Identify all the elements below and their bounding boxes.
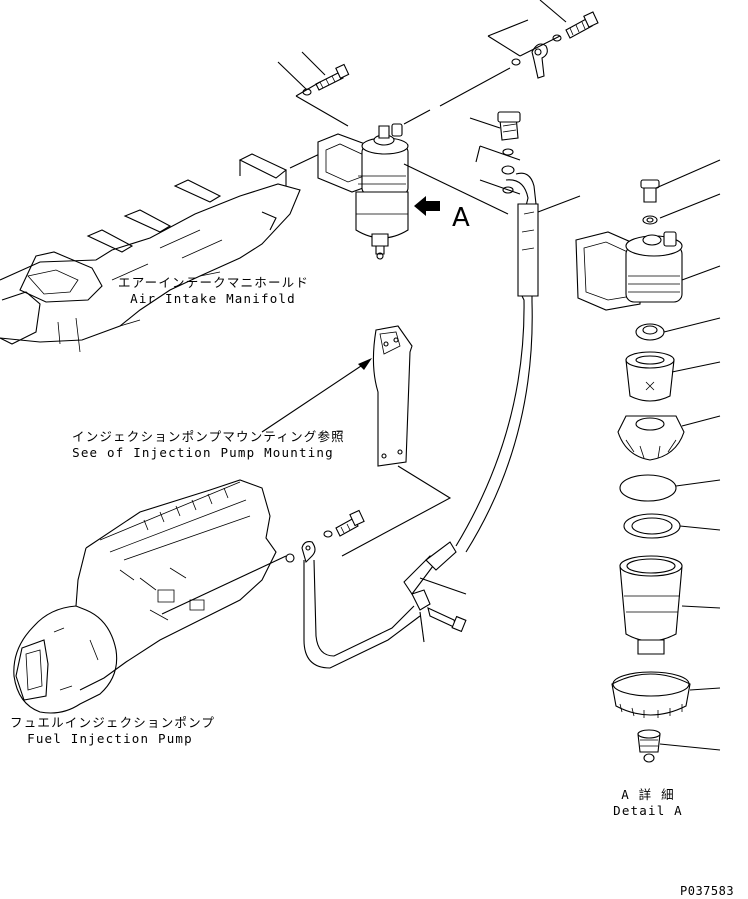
pump-leader: [162, 556, 286, 614]
bolt-pump: [324, 510, 364, 537]
label-injection-pump-mounting-en: See of Injection Pump Mounting: [72, 445, 334, 460]
label-detail-a-en: Detail A: [613, 803, 683, 818]
detail-a-exploded: [576, 160, 720, 762]
label-air-intake-manifold-en: Air Intake Manifold: [130, 291, 296, 306]
banjo-fitting-top: [404, 0, 598, 124]
bracket-leader: [262, 358, 372, 432]
fuel-filter-assembly-drawing: [318, 124, 408, 259]
mounting-bracket: [342, 326, 450, 556]
banjo-fitting-filter: [404, 112, 536, 214]
label-detail-a-jp: A 詳 細: [621, 787, 675, 802]
label-air-intake-manifold-jp: エアーインテークマニホールド: [118, 275, 310, 290]
fuel-injection-pump-drawing: [14, 480, 276, 713]
fuel-hose: [456, 196, 580, 552]
drawing-number: P037583: [680, 884, 735, 898]
injection-fuel-pipe: [286, 542, 466, 668]
label-fuel-injection-pump-en: Fuel Injection Pump: [27, 731, 193, 746]
bolt-filter-mount: [278, 52, 349, 126]
label-injection-pump-mounting-jp: インジェクションポンプマウンティング参照: [72, 429, 345, 444]
label-fuel-injection-pump-jp: フュエルインジェクションポンプ: [10, 715, 216, 730]
view-a-arrow: [414, 196, 440, 216]
air-intake-manifold-drawing: [0, 150, 328, 352]
view-a-letter: A: [452, 203, 470, 233]
